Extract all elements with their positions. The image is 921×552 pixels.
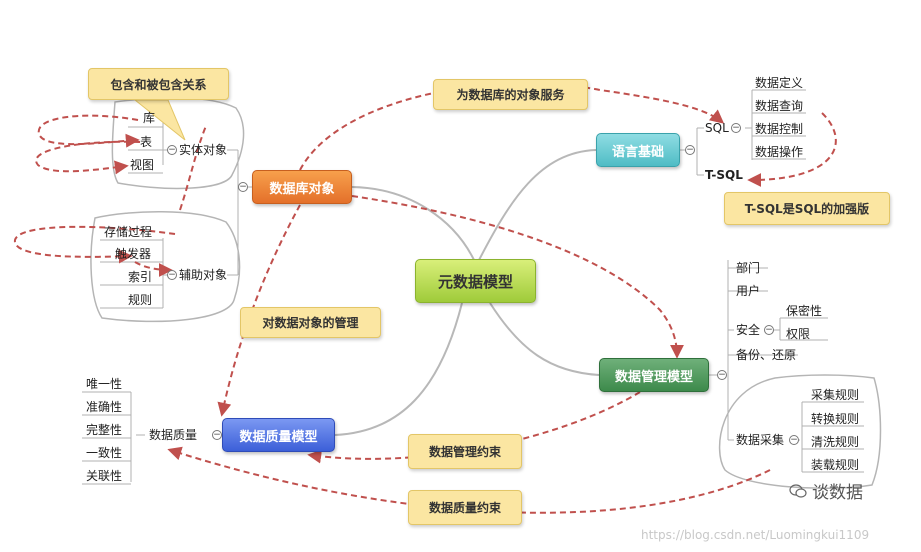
main-branches — [334, 149, 600, 436]
note-serve-db-objects[interactable]: 为数据库的对象服务 — [433, 79, 588, 110]
node-data-collection[interactable]: 数据采集 — [736, 433, 785, 447]
collapse-db-objects[interactable]: − — [238, 182, 248, 192]
arrow-table-to-db — [37, 114, 140, 148]
leaf-data-control[interactable]: 数据控制 — [755, 122, 804, 136]
leaf-table[interactable]: 表 — [140, 135, 153, 149]
collapse-collection[interactable]: − — [789, 435, 799, 445]
boundary-aux — [90, 211, 241, 323]
boundary-collection — [718, 374, 882, 489]
leaf-completeness[interactable]: 完整性 — [86, 423, 123, 437]
node-entity-objects[interactable]: 实体对象 — [179, 143, 228, 157]
central-topic[interactable]: 元数据模型 — [415, 259, 536, 303]
watermark-url: https://blog.csdn.net/Luomingkui1109 — [641, 528, 870, 542]
arrow-sql-to-tsql — [747, 112, 837, 187]
node-security[interactable]: 安全 — [736, 323, 761, 337]
note-manage-data-objects[interactable]: 对数据对象的管理 — [240, 307, 381, 338]
arrow-db-to-mgmt — [351, 195, 684, 359]
leaf-user[interactable]: 用户 — [736, 284, 761, 298]
leaf-rule[interactable]: 规则 — [128, 293, 153, 307]
collapse-security[interactable]: − — [764, 325, 774, 335]
arrow-proc-to-trigger — [14, 225, 176, 264]
leaf-relevance[interactable]: 关联性 — [86, 469, 123, 483]
leaf-data-definition[interactable]: 数据定义 — [755, 76, 804, 90]
topic-quality-model[interactable]: 数据质量模型 — [222, 418, 335, 452]
leaf-collection-rule[interactable]: 采集规则 — [811, 388, 860, 402]
leaf-data-manipulation[interactable]: 数据操作 — [755, 145, 804, 159]
note-tsql-enhanced[interactable]: T-SQL是SQL的加强版 — [724, 192, 890, 225]
leaf-view[interactable]: 视图 — [130, 158, 155, 172]
collapse-quality-node[interactable]: − — [212, 430, 222, 440]
note-contain-relation[interactable]: 包含和被包含关系 — [88, 68, 229, 100]
leaf-stored-procedure[interactable]: 存储过程 — [104, 225, 153, 239]
collapse-sql[interactable]: − — [731, 123, 741, 133]
collapse-language[interactable]: − — [685, 145, 695, 155]
branch-quality — [334, 302, 463, 436]
note-quality-constraint[interactable]: 数据质量约束 — [408, 490, 522, 525]
arrow-db-to-quality — [217, 204, 301, 417]
leaf-consistency[interactable]: 一致性 — [86, 446, 123, 460]
arrow-collection-to-quality — [167, 446, 771, 514]
leaf-cleanse-rule[interactable]: 清洗规则 — [811, 435, 860, 449]
watermark-brand: 谈数据 — [812, 483, 863, 503]
leaf-accuracy[interactable]: 准确性 — [86, 400, 123, 414]
branch-language — [477, 149, 597, 263]
leaf-data-query[interactable]: 数据查询 — [755, 99, 804, 113]
topic-management-model[interactable]: 数据管理模型 — [599, 358, 709, 392]
leaf-permission[interactable]: 权限 — [786, 327, 811, 341]
topic-db-objects[interactable]: 数据库对象 — [252, 170, 352, 204]
leaf-load-rule[interactable]: 装载规则 — [811, 458, 860, 472]
branch-db-objects — [351, 186, 476, 263]
leaf-library[interactable]: 库 — [143, 111, 156, 125]
note-management-constraint[interactable]: 数据管理约束 — [408, 434, 522, 469]
node-aux-objects[interactable]: 辅助对象 — [179, 268, 228, 282]
leaf-department[interactable]: 部门 — [736, 261, 761, 275]
topic-language-basics[interactable]: 语言基础 — [596, 133, 680, 167]
collapse-aux[interactable]: − — [167, 270, 177, 280]
leaf-backup-restore[interactable]: 备份、还原 — [736, 348, 797, 362]
sub-branches — [82, 89, 864, 485]
note-callout-tail — [133, 99, 186, 141]
branch-management — [489, 302, 600, 376]
arrow-trigger-to-table — [134, 261, 173, 277]
leaf-index[interactable]: 索引 — [128, 270, 153, 284]
leaf-transform-rule[interactable]: 转换规则 — [811, 412, 860, 426]
node-sql[interactable]: SQL — [705, 121, 729, 135]
node-data-quality[interactable]: 数据质量 — [149, 428, 198, 442]
collapse-management[interactable]: − — [717, 370, 727, 380]
arrow-table-to-view — [35, 140, 141, 175]
leaf-trigger[interactable]: 触发器 — [115, 247, 152, 261]
collapse-entity[interactable]: − — [167, 145, 177, 155]
leaf-confidentiality[interactable]: 保密性 — [786, 304, 823, 318]
node-tsql[interactable]: T-SQL — [705, 168, 743, 182]
leaf-uniqueness[interactable]: 唯一性 — [86, 377, 123, 391]
wechat-icon — [789, 484, 807, 498]
